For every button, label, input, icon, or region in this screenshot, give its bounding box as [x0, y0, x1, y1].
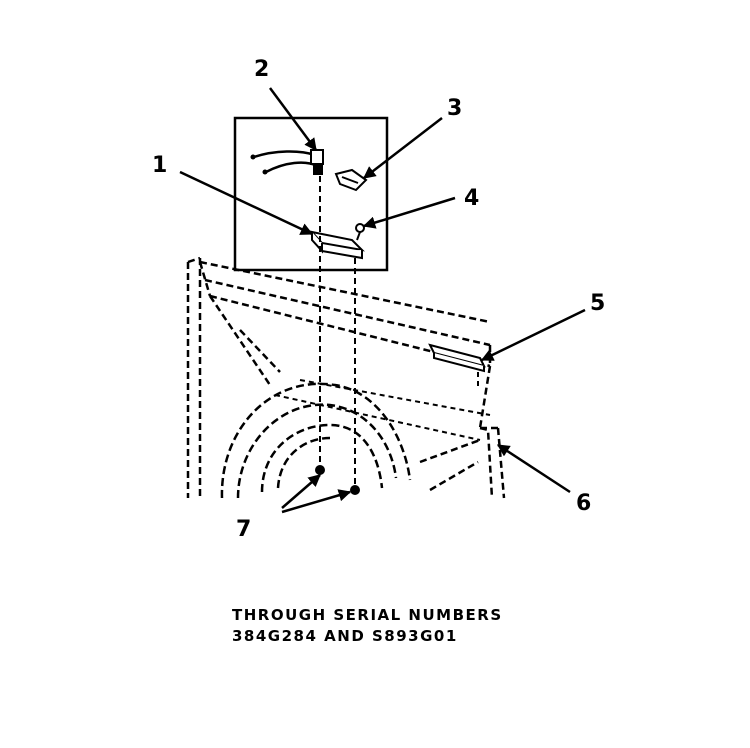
callout-4: 4: [464, 186, 479, 211]
bracket-part: [428, 343, 486, 373]
top-panel-edge: [274, 379, 491, 441]
assembly-lines: [319, 176, 356, 490]
leader-7b: [281, 489, 352, 514]
clip-part: [334, 168, 368, 192]
wire-end: [250, 154, 256, 160]
leader-6: [496, 443, 571, 494]
callout-2: 2: [254, 57, 269, 82]
callout-5: 5: [590, 291, 605, 316]
leader-lines: [179, 87, 586, 514]
callout-1: 1: [152, 153, 167, 178]
wire-end: [262, 169, 268, 175]
leader-2: [268, 87, 318, 152]
leader-3: [363, 117, 443, 179]
callout-7: 7: [236, 517, 251, 542]
door-opening: [220, 382, 412, 499]
caption-line-1: THROUGH SERIAL NUMBERS: [232, 606, 503, 624]
inset-box: [233, 116, 389, 272]
screw-7b: [350, 485, 360, 495]
screw-7a: [315, 465, 325, 475]
callout-3: 3: [447, 96, 462, 121]
wire-harness: [252, 150, 320, 174]
leader-5: [480, 308, 586, 362]
leader-7a: [281, 474, 321, 509]
leader-1: [179, 170, 314, 236]
leader-4: [362, 196, 456, 229]
connector-part: [310, 149, 324, 175]
callout-6: 6: [576, 491, 591, 516]
cabinet-outline: [186, 256, 506, 499]
screw-part: [355, 223, 365, 241]
switch-part: [309, 230, 365, 260]
caption-line-2: 384G284 AND S893G01: [232, 627, 458, 645]
